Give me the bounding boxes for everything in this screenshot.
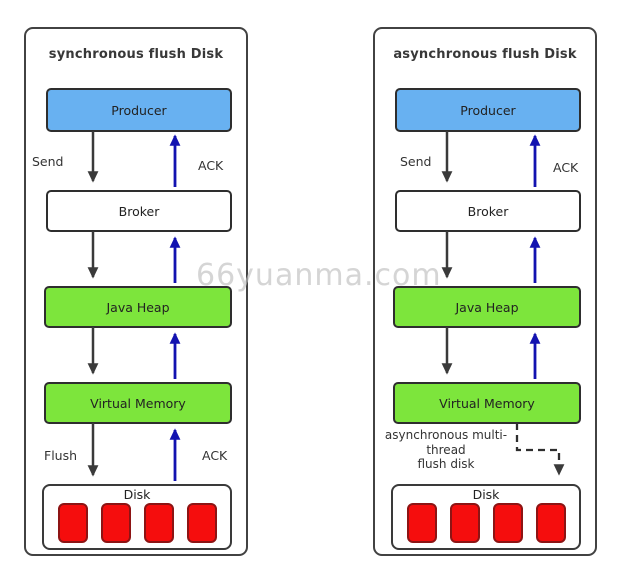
producer-node: Producer: [395, 88, 581, 132]
disk-node: Disk: [42, 484, 232, 550]
disk-label: Disk: [472, 487, 500, 502]
java-heap-node: Java Heap: [393, 286, 581, 328]
async-flush-note: asynchronous multi- thread flush disk: [380, 428, 512, 472]
flush-label: Flush: [44, 448, 78, 463]
async-flush-note-line: flush disk: [417, 457, 475, 471]
disk-block: [143, 503, 174, 543]
ack-label: ACK: [198, 158, 224, 173]
send-label: Send: [400, 154, 432, 169]
broker-node: Broker: [395, 190, 581, 232]
disk-blocks: [44, 503, 230, 543]
disk-block: [100, 503, 131, 543]
panel-title-asynchronous: asynchronous flush Disk: [393, 47, 577, 62]
send-label: Send: [32, 154, 64, 169]
async-flush-note-line: asynchronous multi-: [384, 428, 508, 442]
disk-block: [57, 503, 88, 543]
panel-title-synchronous: synchronous flush Disk: [48, 47, 224, 62]
disk-block: [406, 503, 437, 543]
async-flush-note-line: thread: [426, 442, 466, 457]
panel-synchronous: synchronous flush Disk Producer Broker J…: [24, 27, 248, 556]
broker-node: Broker: [46, 190, 232, 232]
disk-label: Disk: [123, 487, 151, 502]
ack-label: ACK: [202, 448, 228, 463]
disk-block: [492, 503, 523, 543]
disk-block: [449, 503, 480, 543]
producer-node: Producer: [46, 88, 232, 132]
java-heap-node: Java Heap: [44, 286, 232, 328]
ack-label: ACK: [553, 160, 579, 175]
virtual-memory-node: Virtual Memory: [44, 382, 232, 424]
disk-block: [186, 503, 217, 543]
disk-block: [535, 503, 566, 543]
disk-blocks: [393, 503, 579, 543]
virtual-memory-node: Virtual Memory: [393, 382, 581, 424]
disk-node: Disk: [391, 484, 581, 550]
panel-asynchronous: asynchronous flush Disk Producer Broker …: [373, 27, 597, 556]
